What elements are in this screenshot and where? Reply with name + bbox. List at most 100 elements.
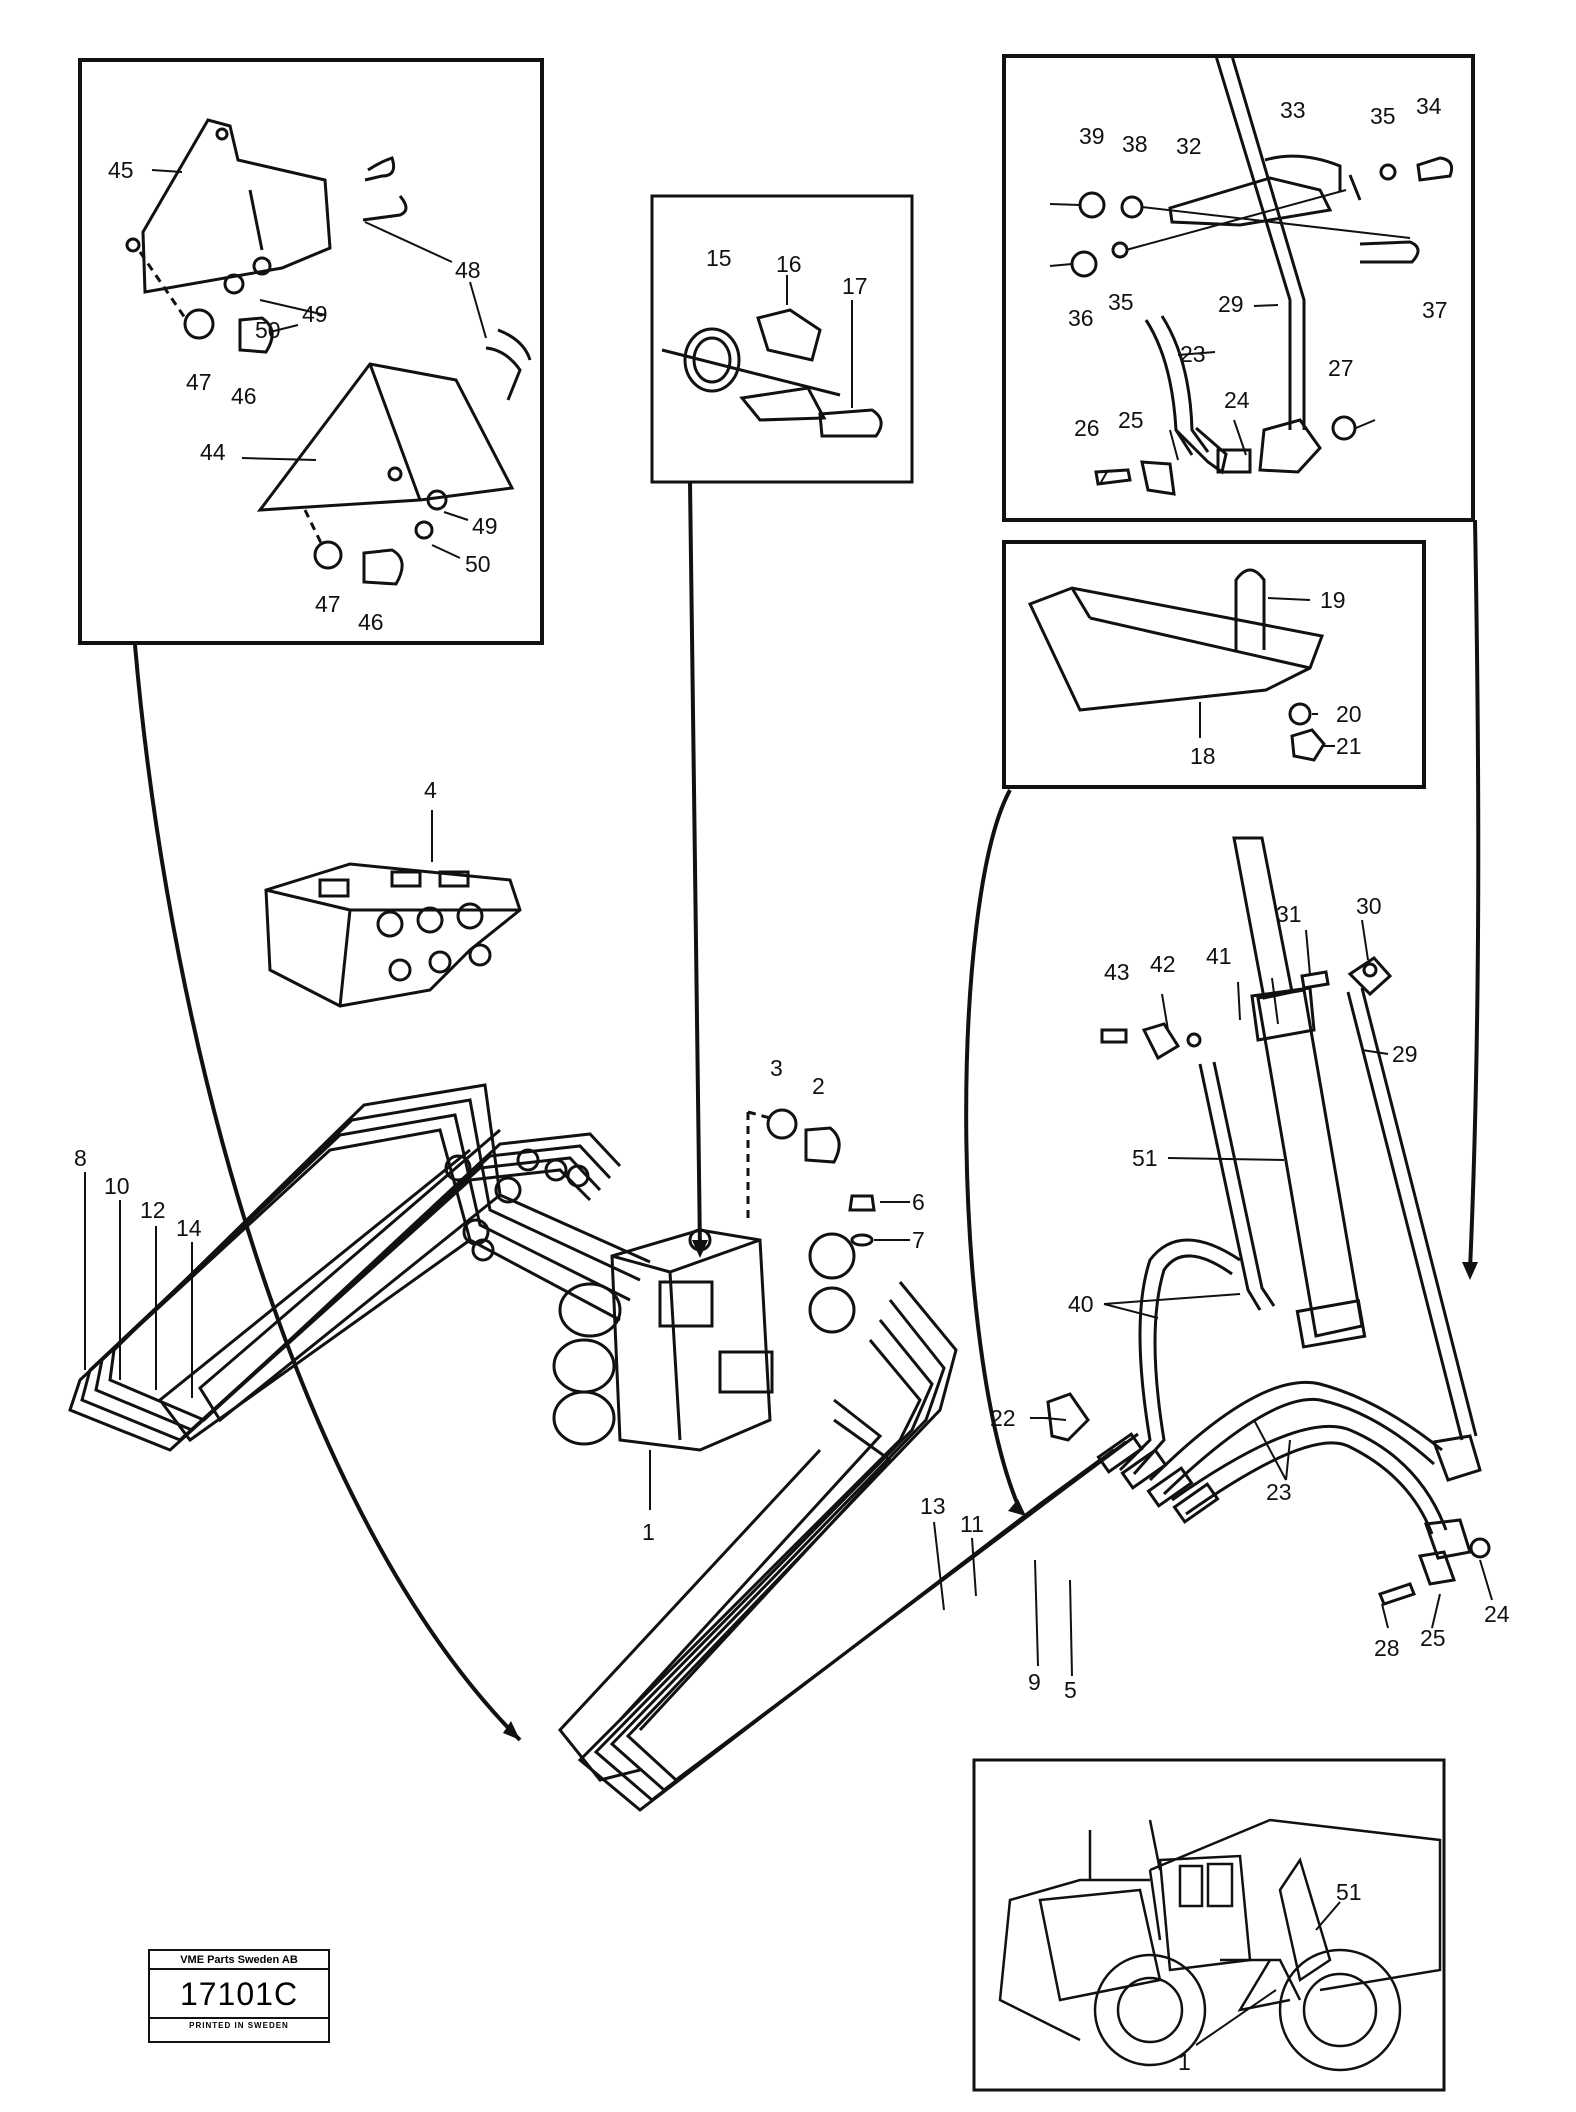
callout-arrows [133, 481, 1481, 1742]
drawing-stamp: VME Parts Sweden AB 17101C PRINTED IN SW… [148, 1949, 330, 2043]
label-34: 34 [1416, 93, 1442, 119]
u-bolt-48-lower [485, 328, 532, 401]
label-47-b: 47 [315, 591, 341, 617]
label-36: 36 [1068, 305, 1094, 331]
detail-box-clamp [650, 194, 914, 484]
hose-23-upper [1144, 315, 1252, 475]
label-49: 49 [302, 301, 328, 327]
drawing-number: 17101C [179, 1976, 299, 2012]
label-12: 12 [140, 1197, 166, 1223]
label-51: 51 [1132, 1145, 1158, 1171]
label-15: 15 [706, 245, 732, 271]
leader-lines-cylinder [1044, 919, 1493, 1629]
hose-fittings-right [1046, 1392, 1220, 1524]
label-50: 50 [255, 317, 281, 343]
label-24-b: 24 [1484, 1601, 1510, 1627]
label-41: 41 [1206, 943, 1232, 969]
label-44: 44 [200, 439, 226, 465]
label-46: 46 [231, 383, 257, 409]
tube-29-lower [1346, 956, 1482, 1482]
part-labels: 45 48 49 50 47 46 44 49 50 47 46 15 16 1… [74, 93, 1510, 2075]
dumper-truck-illustration [998, 1818, 1442, 2072]
leader-lines-machine [1195, 1901, 1341, 2046]
label-18: 18 [1190, 743, 1216, 769]
main-valve-1 [552, 1228, 856, 1452]
label-2: 2 [812, 1073, 825, 1099]
label-37: 37 [1422, 297, 1448, 323]
label-32: 32 [1176, 133, 1202, 159]
fasteners-upper [138, 251, 274, 354]
label-9: 9 [1028, 1669, 1041, 1695]
label-24: 24 [1224, 387, 1250, 413]
arrow-mount-to-cylinder [1468, 519, 1481, 1271]
control-valve-4 [264, 862, 522, 1008]
label-1-b: 1 [1178, 2049, 1191, 2075]
detail-box-brackets [78, 58, 544, 645]
label-3: 3 [770, 1055, 783, 1081]
pipe-fittings-left [444, 1148, 590, 1262]
label-21: 21 [1336, 733, 1362, 759]
label-51-b: 51 [1336, 1879, 1362, 1905]
label-35-b: 35 [1108, 289, 1134, 315]
label-7: 7 [912, 1227, 925, 1253]
bracket-44 [256, 362, 515, 512]
label-25: 25 [1118, 407, 1144, 433]
leader-lines-box3 [1049, 189, 1411, 485]
u-bolt-37 [1359, 240, 1420, 264]
leader-lines-box2 [786, 275, 853, 408]
label-17: 17 [842, 273, 868, 299]
detail-box-machine-view [972, 1758, 1446, 2092]
detail-box-hose-mount [1002, 54, 1475, 522]
bracket-45 [125, 118, 332, 294]
clamp-32-33 [1168, 154, 1362, 227]
label-47: 47 [186, 369, 212, 395]
leader-lines-pipes [84, 1172, 193, 1398]
label-28: 28 [1374, 1635, 1400, 1661]
leader-lines-box1 [151, 169, 487, 559]
detail-box-support-bracket [1002, 540, 1426, 789]
flange-box3 [1094, 418, 1322, 496]
label-23: 23 [1180, 341, 1206, 367]
u-bolt-19 [1234, 568, 1266, 650]
label-46-b: 46 [358, 609, 384, 635]
label-48: 48 [455, 257, 481, 283]
label-10: 10 [104, 1173, 130, 1199]
pipe-bundle-lower [558, 1281, 1139, 1812]
arrow-clamp-to-valve [688, 481, 702, 1251]
label-19: 19 [1320, 587, 1346, 613]
bracket-18 [1027, 586, 1325, 712]
label-29: 29 [1218, 291, 1244, 317]
label-50-b: 50 [465, 551, 491, 577]
label-42: 42 [1150, 951, 1176, 977]
tipping-cylinder-51 [1232, 836, 1367, 1349]
leader-lines-box4 [1199, 597, 1335, 747]
nut-20-21 [1288, 702, 1326, 762]
label-22: 22 [990, 1405, 1016, 1431]
label-14: 14 [176, 1215, 202, 1241]
label-33: 33 [1280, 97, 1306, 123]
stamp-printed: PRINTED IN SWEDEN [150, 2017, 328, 2032]
label-11: 11 [960, 1511, 984, 1537]
label-43: 43 [1104, 959, 1130, 985]
flange-fittings-lower [1100, 962, 1491, 1606]
label-39: 39 [1079, 123, 1105, 149]
hose-23-lower [1148, 1380, 1448, 1535]
label-26: 26 [1074, 415, 1100, 441]
fasteners-lower [303, 489, 448, 586]
plug-2-3-6-7 [746, 1108, 910, 1247]
label-29-b: 29 [1392, 1041, 1418, 1067]
stamp-company: VME Parts Sweden AB [150, 1951, 328, 1970]
label-35: 35 [1370, 103, 1396, 129]
label-38: 38 [1122, 131, 1148, 157]
label-49-b: 49 [472, 513, 498, 539]
clamp-assembly [661, 308, 883, 438]
label-13: 13 [920, 1493, 946, 1519]
label-40: 40 [1068, 1291, 1094, 1317]
label-5: 5 [1064, 1677, 1077, 1703]
label-6: 6 [912, 1189, 925, 1215]
label-1: 1 [642, 1519, 655, 1545]
label-16: 16 [776, 251, 802, 277]
arrow-bracket-to-pipes [133, 644, 522, 1742]
label-8: 8 [74, 1145, 87, 1171]
